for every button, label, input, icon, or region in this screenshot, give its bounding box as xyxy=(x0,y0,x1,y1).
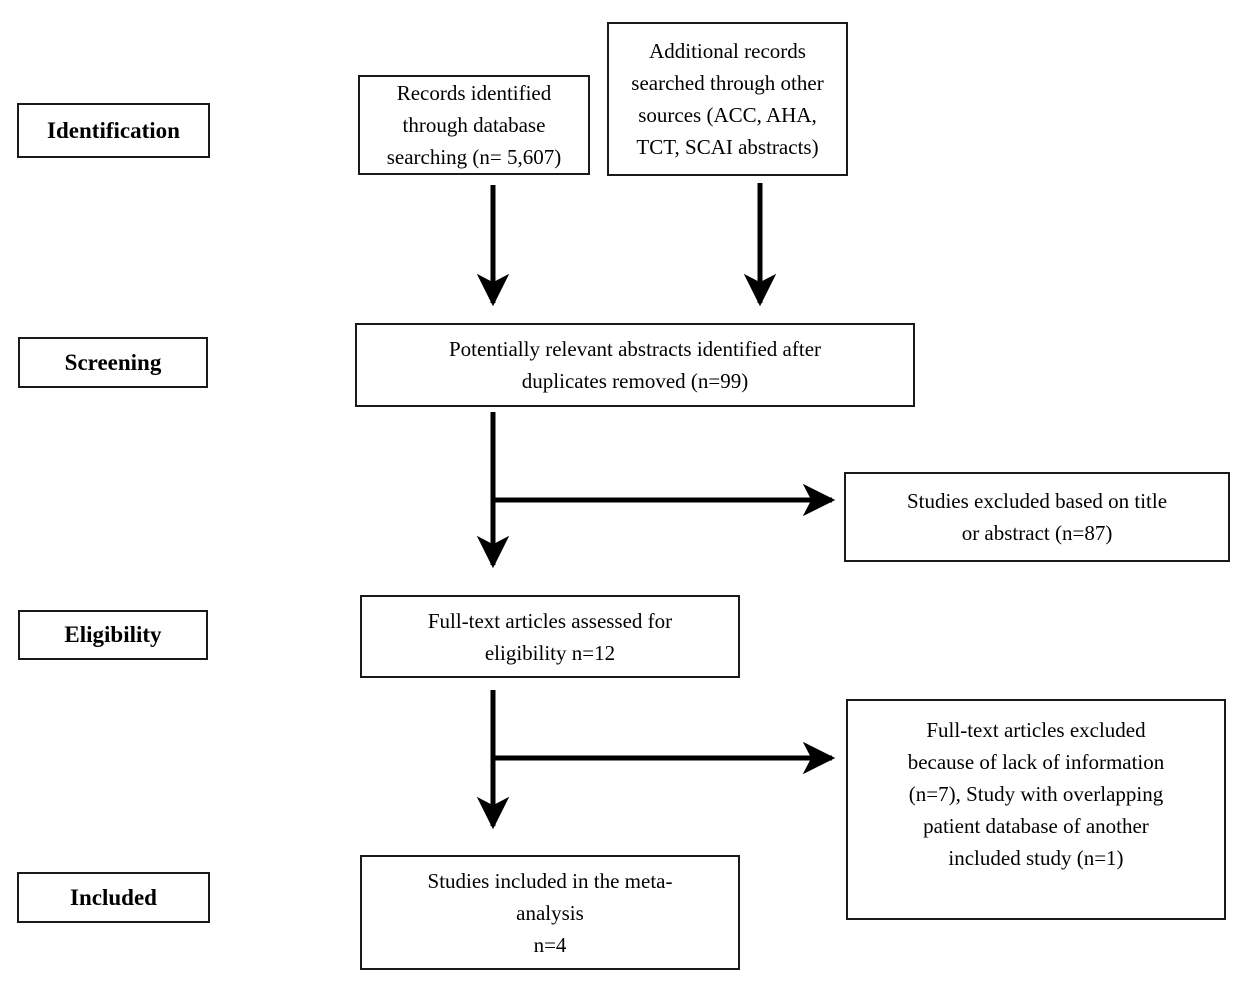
fulltext-assessed-box: Full-text articles assessed for eligibil… xyxy=(360,595,740,678)
stage-label-included: Included xyxy=(17,872,210,923)
records-identified-box: Records identified through database sear… xyxy=(358,75,590,175)
excluded-title-abstract-box: Studies excluded based on title or abstr… xyxy=(844,472,1230,562)
duplicates-removed-box: Potentially relevant abstracts identifie… xyxy=(355,323,915,407)
included-studies-box: Studies included in the meta- analysis n… xyxy=(360,855,740,970)
additional-records-box: Additional records searched through othe… xyxy=(607,22,848,176)
stage-label-eligibility: Eligibility xyxy=(18,610,208,660)
stage-label-identification: Identification xyxy=(17,103,210,158)
fulltext-excluded-box: Full-text articles excluded because of l… xyxy=(846,699,1226,920)
stage-label-screening: Screening xyxy=(18,337,208,388)
